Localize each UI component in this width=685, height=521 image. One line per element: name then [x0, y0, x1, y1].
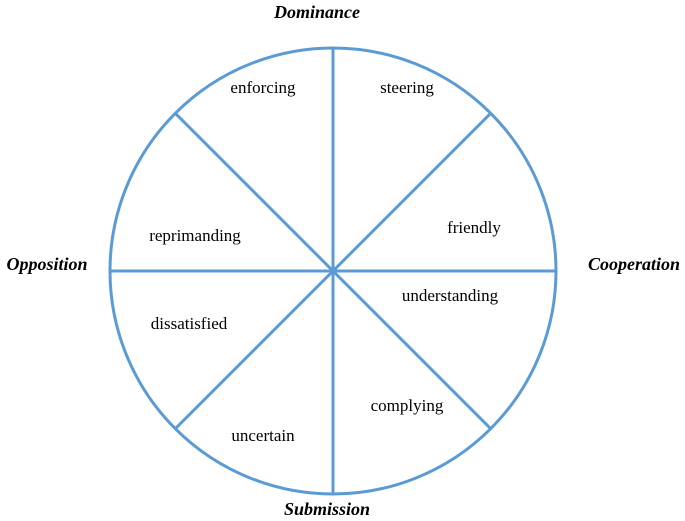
axis-label-opposition: Opposition	[6, 254, 87, 274]
axis-label-cooperation: Cooperation	[588, 254, 680, 274]
sector-label-understanding: understanding	[402, 286, 499, 305]
sector-label-reprimanding: reprimanding	[149, 226, 241, 245]
sector-label-dissatisfied: dissatisfied	[151, 314, 228, 333]
wheel	[108, 46, 558, 496]
diagonal-divider-ne-sw	[174, 112, 492, 430]
sector-label-friendly: friendly	[447, 218, 501, 237]
sector-label-complying: complying	[371, 396, 444, 415]
sector-label-steering: steering	[380, 78, 434, 97]
axis-label-dominance: Dominance	[273, 2, 360, 22]
axis-label-submission: Submission	[284, 499, 370, 519]
sector-label-uncertain: uncertain	[231, 426, 295, 445]
sector-label-enforcing: enforcing	[230, 78, 296, 97]
